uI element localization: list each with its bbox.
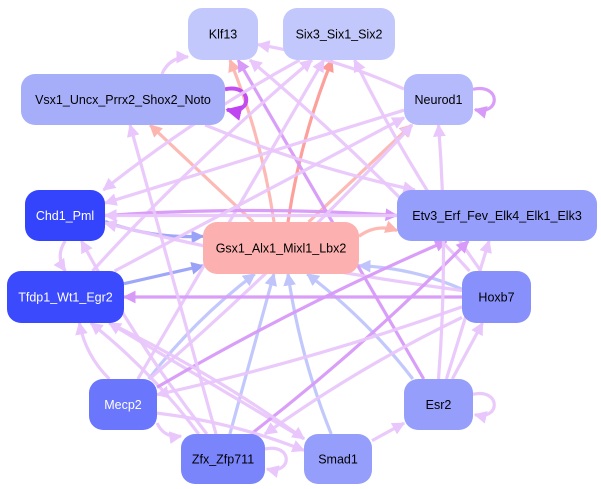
- edge-chd1-to-tfdp1: [53, 240, 67, 273]
- node-esr2[interactable]: Esr2: [404, 379, 473, 430]
- node-label: Esr2: [426, 398, 452, 412]
- node-hoxb7[interactable]: Hoxb7: [462, 271, 531, 323]
- edge-mecp2-to-tfdp1: [75, 321, 111, 381]
- node-label: Chd1_Pml: [36, 209, 94, 223]
- edge-gsx1-to-klf13: [228, 58, 276, 223]
- edge-tfdp1-to-smad1: [108, 321, 306, 441]
- edge-hoxb7-to-gsx1: [357, 259, 463, 291]
- node-label: Six3_Six1_Six2: [296, 27, 383, 41]
- edge-vsx1-to-etv3: [204, 123, 417, 194]
- edge-esr2-to-neurod1: [433, 123, 446, 380]
- edge-vsx1-to-vsx1: [224, 86, 249, 121]
- edge-vsx1-to-klf13: [160, 50, 190, 75]
- node-label: Klf13: [209, 27, 238, 41]
- edge-esr2-to-hoxb7: [450, 321, 484, 380]
- node-gsx1[interactable]: Gsx1_Alx1_Mixl1_Lbx2: [203, 222, 359, 274]
- node-box: [304, 434, 372, 484]
- node-label: Gsx1_Alx1_Mixl1_Lbx2: [216, 241, 347, 255]
- node-box: [188, 8, 258, 60]
- edge-mecp2-to-zfx: [155, 422, 183, 444]
- node-label: Vsx1_Uncx_Prrx2_Shox2_Noto: [35, 93, 211, 107]
- nodes-layer: Klf13 Six3_Six1_Six2Vsx1_Uncx_Prrx2_Shox2…: [7, 8, 597, 484]
- edge-smad1-to-esr2: [371, 421, 406, 443]
- node-box: [7, 271, 124, 323]
- edge-hoxb7-to-mecp2: [155, 305, 463, 399]
- node-etv3[interactable]: Etv3_Erf_Fev_Elk4_Elk1_Elk3: [397, 190, 597, 241]
- node-vsx1[interactable]: Vsx1_Uncx_Prrx2_Shox2_Noto: [21, 74, 225, 125]
- node-tfdp1[interactable]: Tfdp1_Wt1_Egr2: [7, 271, 124, 323]
- node-label: Tfdp1_Wt1_Egr2: [18, 290, 113, 304]
- node-box: [283, 8, 395, 60]
- node-box: [181, 434, 265, 484]
- edge-chd1-to-etv3: [104, 208, 399, 222]
- node-box: [21, 74, 225, 125]
- node-label: Hoxb7: [478, 290, 514, 304]
- edge-zfx-to-zfx: [264, 446, 288, 478]
- node-box: [404, 74, 473, 125]
- edge-neurod1-to-neurod1: [472, 86, 496, 119]
- edge-tfdp1-to-gsx1: [123, 262, 205, 286]
- edge-zfx-to-tfdp1: [89, 321, 200, 435]
- edge-neurod1-to-klf13: [256, 40, 405, 91]
- edge-hoxb7-to-zfx: [263, 315, 463, 436]
- node-smad1[interactable]: Smad1: [304, 434, 372, 484]
- edge-zfx-to-vsx1: [127, 123, 218, 435]
- edge-esr2-to-esr2: [472, 391, 496, 424]
- edge-mecp2-to-smad1: [156, 411, 306, 453]
- node-box: [203, 222, 359, 274]
- node-neurod1[interactable]: Neurod1: [404, 74, 473, 125]
- node-klf13[interactable]: Klf13: [188, 8, 258, 60]
- edge-zfx-to-gsx1: [228, 272, 278, 435]
- node-box: [404, 379, 473, 430]
- edge-esr2-to-gsx1: [306, 272, 415, 380]
- node-box: [89, 379, 157, 430]
- node-label: Smad1: [318, 452, 358, 466]
- node-label: Zfx_Zfp711: [192, 452, 254, 466]
- edges-layer: [53, 40, 496, 478]
- edge-tfdp1-to-six3: [91, 58, 314, 273]
- edge-gsx1-to-etv3: [358, 220, 399, 238]
- node-box: [462, 271, 531, 323]
- edge-mecp2-to-gsx1: [147, 272, 256, 380]
- node-label: Neurod1: [415, 93, 463, 107]
- node-mecp2[interactable]: Mecp2: [89, 379, 157, 430]
- node-box: [25, 190, 105, 241]
- edge-tfdp1-to-neurod1: [113, 116, 406, 273]
- node-label: Etv3_Erf_Fev_Elk4_Elk1_Elk3: [412, 209, 582, 223]
- edge-mecp2-to-six3: [136, 58, 326, 380]
- node-label: Mecp2: [104, 398, 142, 412]
- node-six3[interactable]: Six3_Six1_Six2: [283, 8, 395, 60]
- node-chd1[interactable]: Chd1_Pml: [25, 190, 105, 241]
- edge-smad1-to-gsx1: [283, 272, 333, 435]
- node-zfx[interactable]: Zfx_Zfp711: [181, 434, 265, 484]
- node-box: [397, 190, 597, 241]
- edge-neurod1-to-chd1: [103, 108, 405, 206]
